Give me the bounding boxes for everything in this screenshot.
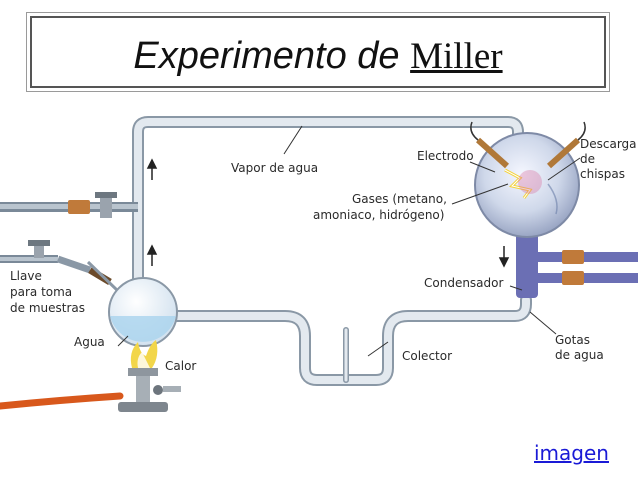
imagen-link[interactable]: imagen: [534, 441, 609, 465]
label-gases-2: amoniaco, hidrógeno): [313, 208, 444, 222]
label-gases-1: Gases (metano,: [352, 192, 447, 206]
electrodes: [470, 121, 586, 169]
label-electrodo: Electrodo: [417, 149, 474, 163]
gas-hose: [0, 392, 124, 410]
label-vapor: Vapor de agua: [231, 161, 318, 175]
label-gotas-1: Gotas: [555, 333, 590, 347]
title-box: Experimento de Miller: [30, 16, 606, 88]
boiling-flask: [108, 277, 178, 347]
label-llave-1: Llave: [10, 269, 42, 283]
label-condensador: Condensador: [424, 276, 503, 290]
label-descarga-3: chispas: [580, 167, 625, 181]
page-title: Experimento de Miller: [32, 35, 604, 78]
label-llave-3: de muestras: [10, 301, 85, 315]
label-agua: Agua: [74, 335, 105, 349]
flame: [130, 340, 158, 368]
title-part1: Experimento de: [133, 35, 400, 77]
flow-arrows: [146, 158, 510, 268]
label-descarga-1: Descarga: [580, 137, 637, 151]
label-llave-2: para toma: [10, 285, 72, 299]
glass-tube: [132, 116, 532, 386]
left-pipe: [0, 192, 138, 218]
condenser: [516, 226, 638, 298]
leader-lines: [117, 125, 581, 357]
label-colector: Colector: [402, 349, 452, 363]
title-part2: Miller: [410, 36, 503, 77]
label-descarga-2: de: [580, 152, 595, 166]
label-calor: Calor: [165, 359, 196, 373]
burner: [118, 368, 181, 412]
label-gotas-2: de agua: [555, 348, 604, 362]
